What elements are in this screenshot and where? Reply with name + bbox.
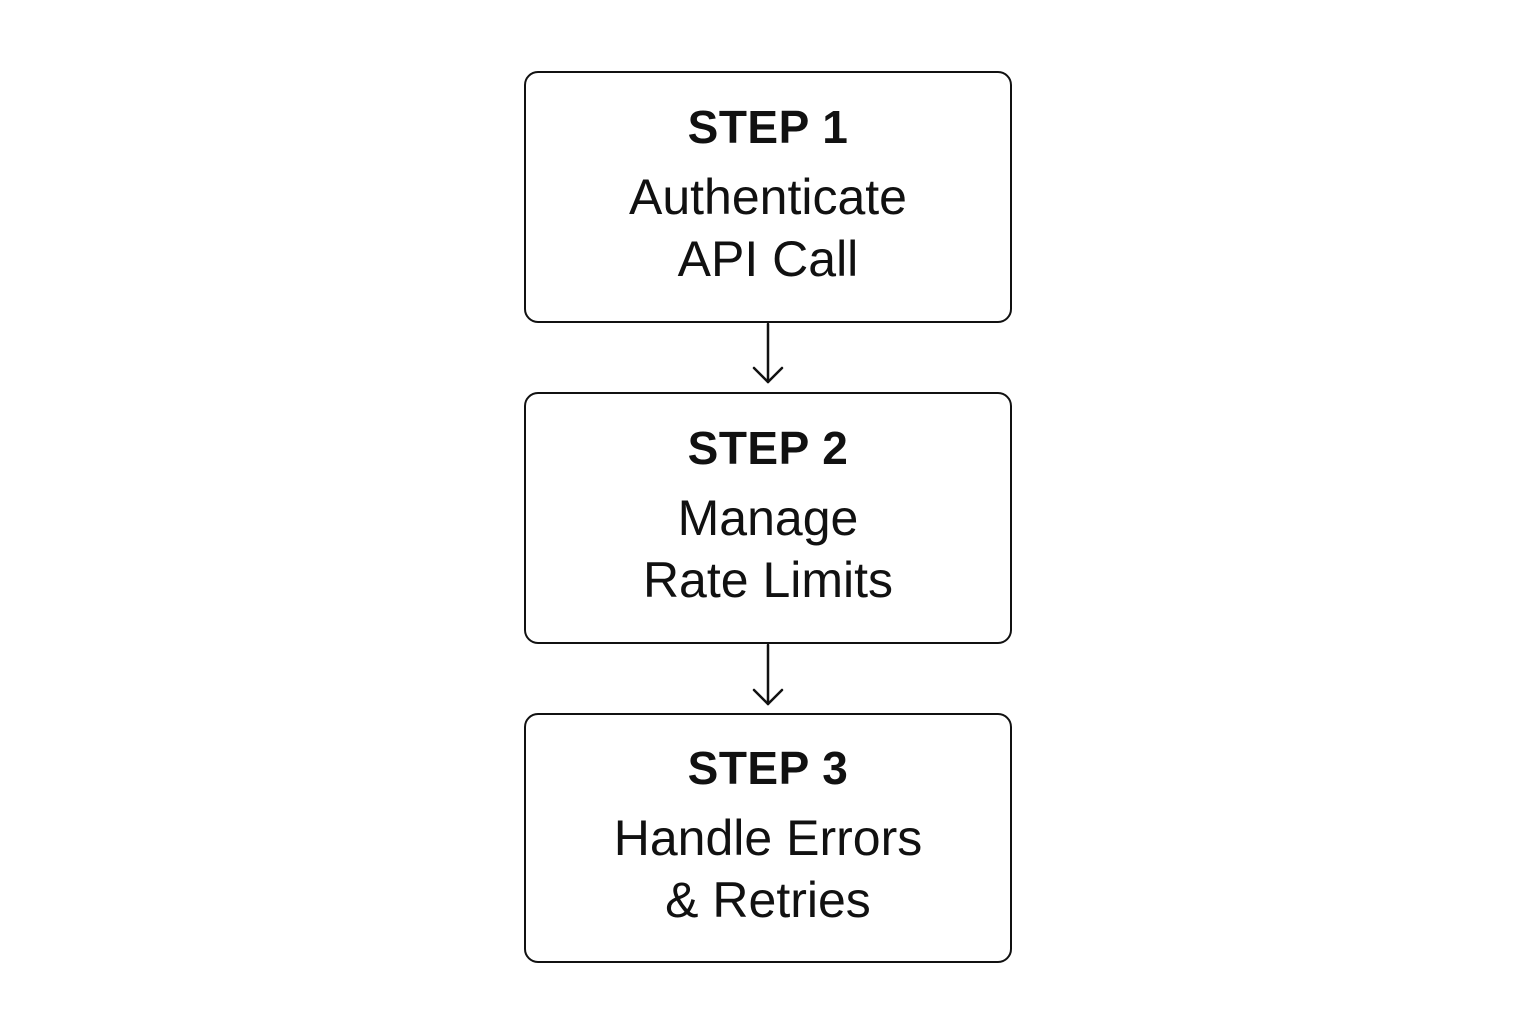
step-2-text: Manage Rate Limits <box>643 487 893 611</box>
step-1-line-2: API Call <box>677 231 859 287</box>
step-1-box: STEP 1 Authenticate API Call <box>524 71 1012 323</box>
step-2-line-2: Rate Limits <box>642 552 894 608</box>
step-1-line-1: Authenticate <box>629 169 907 225</box>
step-2-box: STEP 2 Manage Rate Limits <box>524 392 1012 644</box>
step-3-line-2: & Retries <box>665 872 871 928</box>
step-3-line-1: Handle Errors <box>613 810 923 866</box>
step-3-text: Handle Errors & Retries <box>614 807 922 931</box>
step-1-label: STEP 1 <box>687 101 849 153</box>
arrow-step-2-to-3 <box>752 643 784 706</box>
step-2-label: STEP 2 <box>687 422 849 474</box>
step-2-line-1: Manage <box>677 490 859 546</box>
step-3-label: STEP 3 <box>687 742 849 794</box>
arrow-step-1-to-2 <box>752 322 784 384</box>
step-1-text: Authenticate API Call <box>629 166 907 290</box>
step-3-box: STEP 3 Handle Errors & Retries <box>524 713 1012 963</box>
